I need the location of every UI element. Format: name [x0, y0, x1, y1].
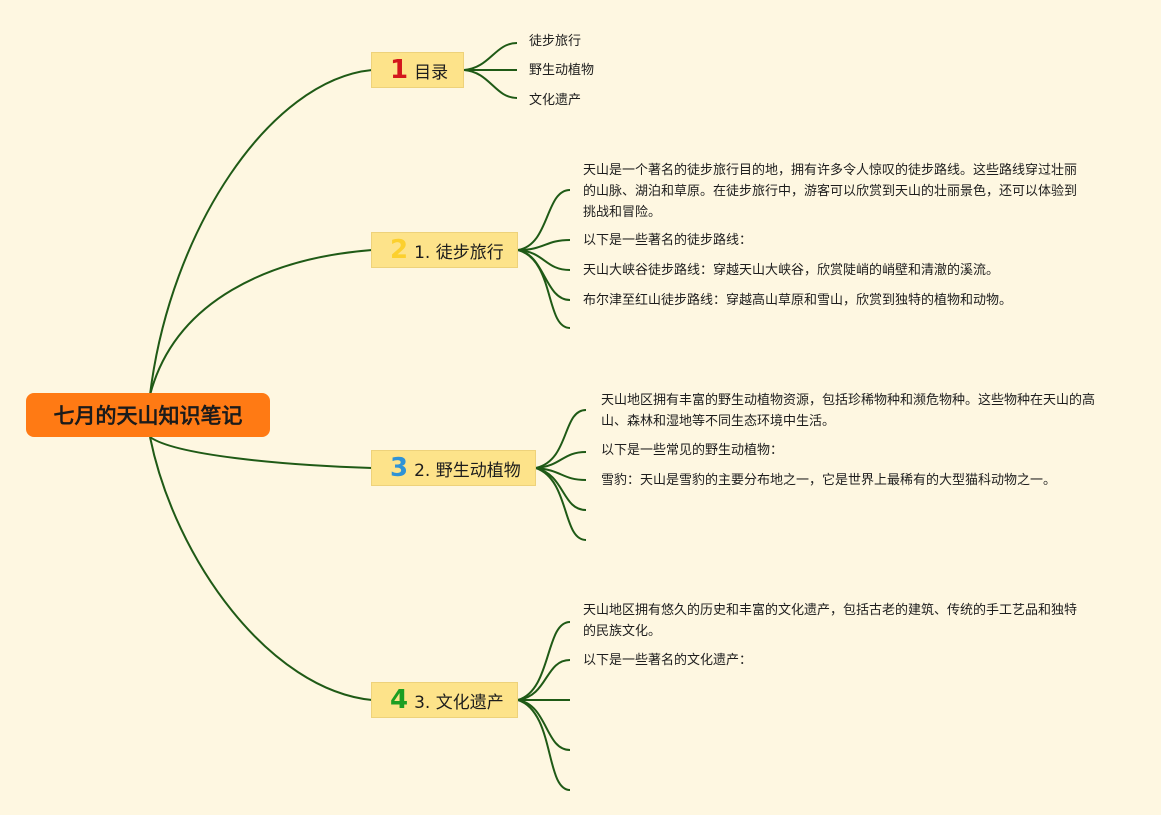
hiking-route-burqin[interactable]: 布尔津至红山徒步路线：穿越高山草原和雪山，欣赏到独特的植物和动物。 [583, 293, 1013, 308]
topic-heritage[interactable]: 4 3. 文化遗产 [371, 682, 518, 718]
number-four-icon: 4 [390, 685, 409, 715]
wildlife-list-heading[interactable]: 以下是一些常见的野生动植物： [601, 443, 784, 458]
number-one-icon: 1 [390, 55, 409, 85]
leaf-hiking[interactable]: 徒步旅行 [529, 34, 582, 49]
heritage-list-heading[interactable]: 以下是一些著名的文化遗产： [583, 653, 753, 668]
central-topic-label: 七月的天山知识笔记 [53, 404, 243, 428]
topic-contents[interactable]: 1 目录 [371, 52, 464, 88]
topic-label: 1. 徒步旅行 [414, 242, 504, 263]
topic-wildlife[interactable]: 3 2. 野生动植物 [371, 450, 536, 486]
wildlife-snow-leopard[interactable]: 雪豹：天山是雪豹的主要分布地之一，它是世界上最稀有的大型猫科动物之一。 [601, 473, 1057, 488]
topic-label: 目录 [414, 62, 449, 83]
hiking-intro-text[interactable]: 天山是一个著名的徒步旅行目的地，拥有许多令人惊叹的徒步路线。这些路线穿过壮丽的山… [583, 163, 1078, 220]
hiking-route-canyon[interactable]: 天山大峡谷徒步路线：穿越天山大峡谷，欣赏陡峭的峭壁和清澈的溪流。 [583, 263, 1000, 278]
wildlife-intro-text[interactable]: 天山地区拥有丰富的野生动植物资源，包括珍稀物种和濒危物种。这些物种在天山的高山、… [601, 393, 1096, 429]
hiking-list-heading[interactable]: 以下是一些著名的徒步路线： [583, 233, 753, 248]
central-topic[interactable]: 七月的天山知识笔记 [26, 393, 270, 437]
number-three-icon: 3 [390, 453, 409, 483]
number-two-icon: 2 [390, 235, 409, 265]
topic-label: 3. 文化遗产 [414, 692, 504, 713]
topic-hiking[interactable]: 2 1. 徒步旅行 [371, 232, 518, 268]
leaf-heritage[interactable]: 文化遗产 [529, 93, 582, 108]
topic-label: 2. 野生动植物 [414, 460, 521, 481]
leaf-wildlife[interactable]: 野生动植物 [529, 63, 595, 78]
heritage-intro-text[interactable]: 天山地区拥有悠久的历史和丰富的文化遗产，包括古老的建筑、传统的手工艺品和独特的民… [583, 603, 1078, 639]
